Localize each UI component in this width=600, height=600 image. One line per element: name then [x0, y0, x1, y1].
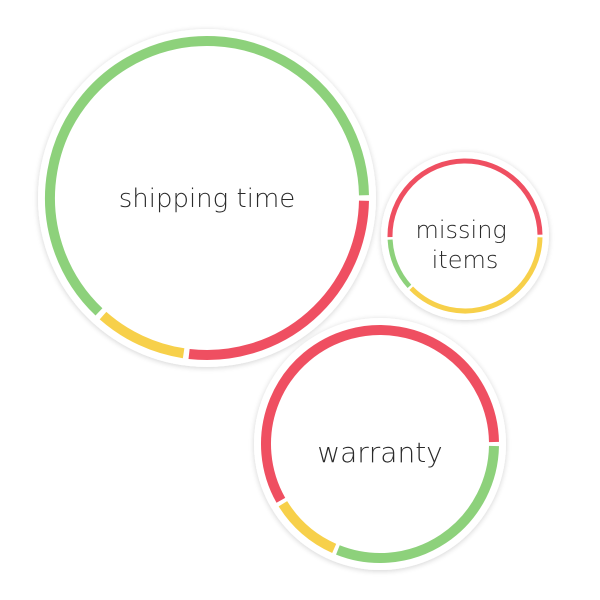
bubble-missing-items-ring [387, 158, 543, 314]
shipping-time-neutral-arc [99, 311, 185, 359]
bubble-shipping-time-label: shipping time [119, 184, 296, 214]
shipping-time-negative-arc [188, 200, 369, 360]
warranty-positive-arc [336, 445, 499, 563]
bubble-shipping-time-ring [45, 36, 369, 360]
bubble-warranty-label-line: warranty [317, 436, 443, 469]
missing-items-neutral-arc [409, 237, 543, 314]
bubble-warranty-label: warranty [317, 436, 443, 469]
missing-items-negative-arc [387, 158, 543, 238]
bubble-missing-items-label: missing items [416, 216, 515, 274]
bubble-warranty-disc [254, 318, 506, 570]
bubble-warranty-ring [261, 325, 499, 563]
warranty-neutral-arc [278, 501, 337, 553]
bubble-missing-items-label-line-1: missing [416, 216, 507, 244]
bubble-shipping-time[interactable]: shipping time [38, 29, 376, 367]
bubble-shipping-time-disc [38, 29, 376, 367]
bubble-missing-items-disc [381, 152, 549, 320]
bubble-shipping-time-label-line: shipping time [119, 184, 296, 214]
bubble-missing-items-label-line-2: items [432, 246, 499, 274]
missing-items-positive-arc [387, 239, 412, 289]
bubble-missing-items[interactable]: missing items [381, 152, 549, 320]
warranty-negative-arc [261, 325, 499, 503]
bubble-warranty[interactable]: warranty [254, 318, 506, 570]
shipping-time-positive-arc [45, 36, 369, 316]
